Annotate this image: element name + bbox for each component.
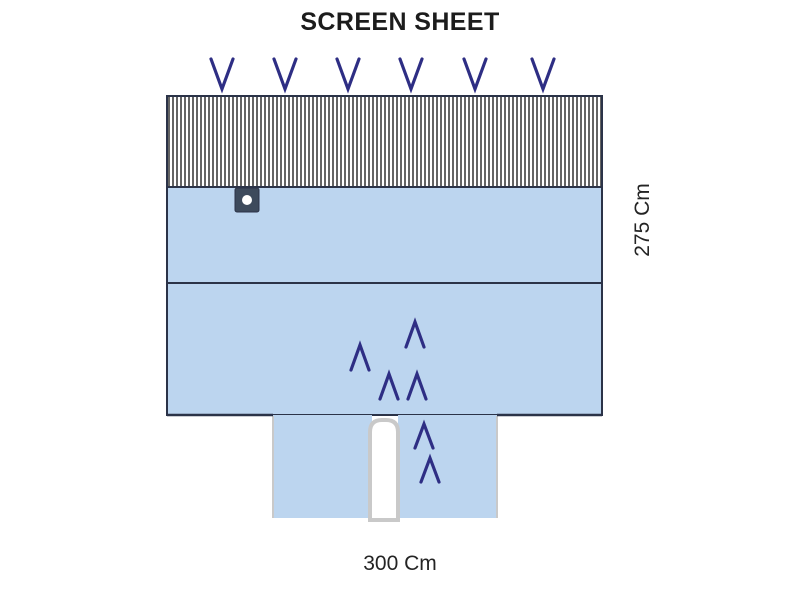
upward-chevron-marks [349,317,441,484]
sheet-main-body [166,95,603,416]
chevron-mark [349,340,371,372]
chevron-mark [413,419,435,450]
tube-holder-dot [242,195,252,205]
chevron-mark [404,317,426,349]
chevron-mark [378,369,400,401]
left-leg-panel [272,415,372,518]
v-mark [462,57,488,94]
lower-blue-panel [166,282,603,416]
upper-blue-panel [166,186,603,284]
adhesive-hatched-band [166,95,603,188]
v-mark [530,57,556,94]
right-leg-panel [398,415,498,518]
v-mark [272,57,298,94]
fenestration-slit [368,418,400,522]
tube-holder[interactable] [234,187,260,213]
sheet-legs [167,413,602,518]
chevron-mark [419,453,441,484]
v-mark [209,57,235,94]
chevron-mark [406,369,428,401]
downward-v-marks [209,57,556,94]
height-dimension-label: 275 Cm [631,183,654,257]
v-mark [398,57,424,94]
width-dimension-label: 300 Cm [363,552,437,575]
page-title: SCREEN SHEET [300,8,500,36]
v-mark [335,57,361,94]
slit-shape [368,418,400,522]
